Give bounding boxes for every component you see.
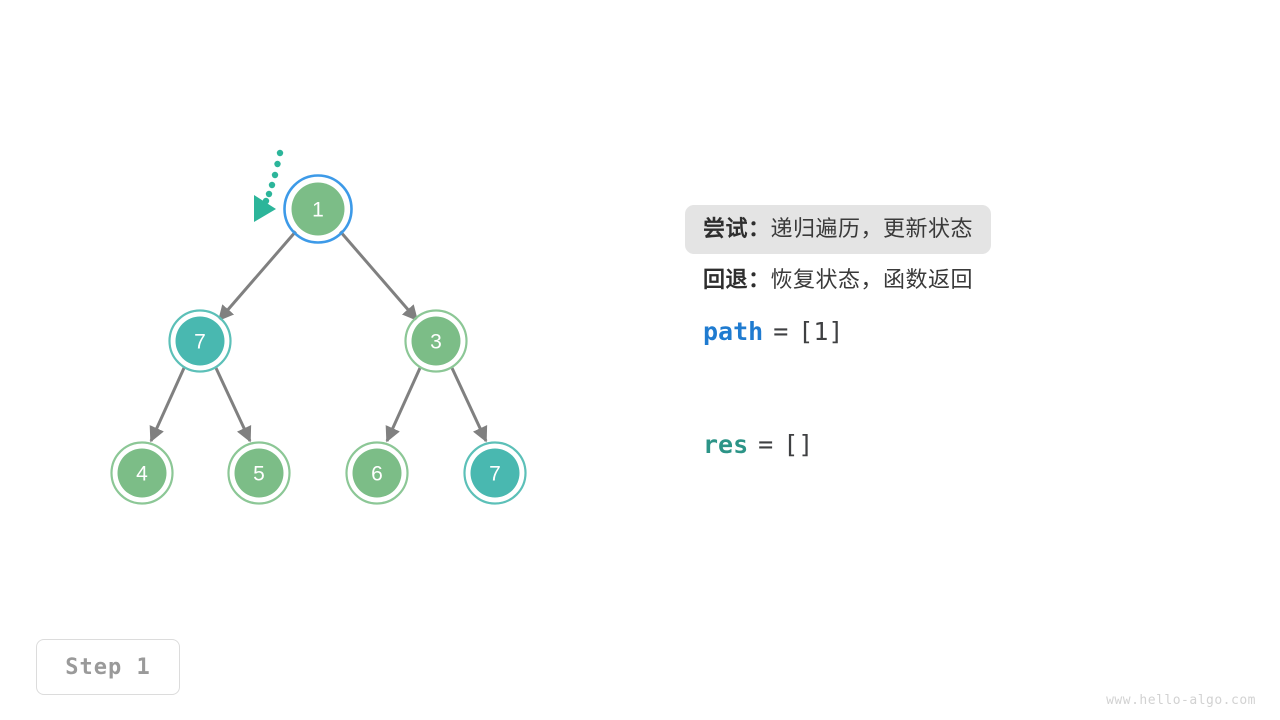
edge-1-to-7 [217, 229, 299, 322]
explanation-panel: 尝试：递归遍历，更新状态 回退：恢复状态，函数返回 path = [1] res = [… [685, 205, 1245, 459]
tree-node-1-label: 1 [312, 199, 324, 222]
tree-node-7-left[interactable]: 7 [168, 309, 232, 373]
try-step-line: 尝试：递归遍历，更新状态 [685, 205, 992, 254]
tree-node-4-label: 4 [136, 463, 148, 486]
try-step-keyword: 尝试： [703, 216, 771, 241]
backtrack-step-keyword: 回退： [703, 267, 771, 292]
edge-3-to-7b [450, 367, 488, 443]
backtrack-step-text: 恢复状态，函数返回 [770, 267, 974, 292]
entry-pointer-icon [254, 149, 284, 222]
tree-node-3[interactable]: 3 [404, 309, 468, 373]
tree-node-7-left-label: 7 [194, 331, 206, 354]
path-variable-name: path [703, 317, 764, 346]
path-state-line: path = [1] [685, 317, 1245, 346]
res-value: [] [783, 430, 814, 459]
tree-node-7-right[interactable]: 7 [463, 441, 527, 505]
tree-node-5-label: 5 [253, 463, 265, 486]
tree-node-6[interactable]: 6 [345, 441, 409, 505]
path-equals-sign: = [773, 317, 789, 346]
step-badge: Step 1 [36, 639, 180, 695]
tree-node-7-right-label: 7 [489, 463, 501, 486]
res-state-line: res = [] [685, 430, 1245, 459]
tree-node-3-label: 3 [430, 331, 442, 354]
tree-nodes: 1 7 3 4 [110, 174, 527, 505]
step-badge-label: Step 1 [65, 654, 151, 680]
edge-7-to-5 [214, 367, 252, 443]
path-value: [1] [798, 317, 844, 346]
tree-node-4[interactable]: 4 [110, 441, 174, 505]
backtrack-step-line: 回退：恢复状态，函数返回 [685, 256, 991, 305]
edge-7-to-4 [149, 367, 186, 443]
edge-3-to-6 [385, 367, 422, 443]
tree-node-1[interactable]: 1 [283, 174, 353, 244]
tree-node-6-label: 6 [371, 463, 383, 486]
tree-node-5[interactable]: 5 [227, 441, 291, 505]
res-equals-sign: = [758, 430, 774, 459]
binary-tree-diagram: 1 7 3 4 [110, 149, 527, 505]
res-variable-name: res [703, 430, 749, 459]
try-step-text: 递归遍历，更新状态 [770, 216, 974, 241]
site-watermark: www.hello-algo.com [1106, 693, 1256, 708]
edge-1-to-3 [337, 229, 419, 322]
tree-edges [149, 229, 488, 443]
